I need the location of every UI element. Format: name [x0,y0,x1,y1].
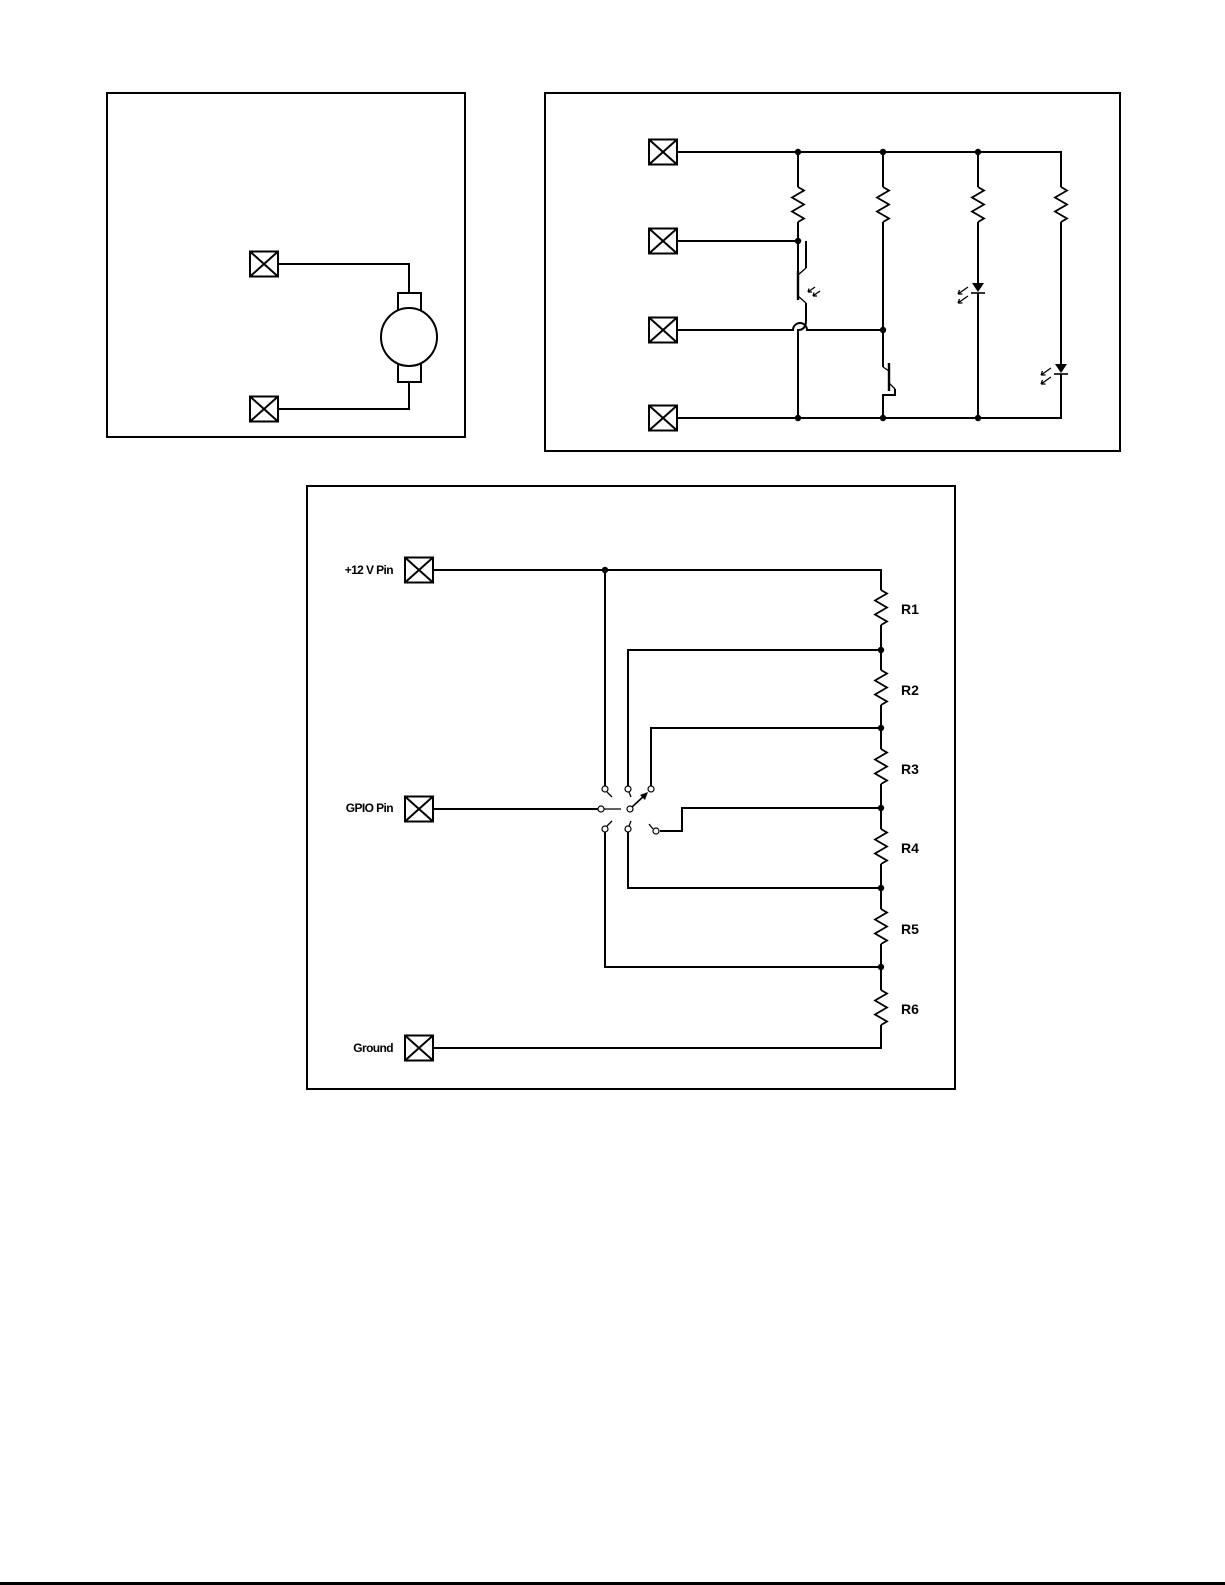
plus12v-pin-label: +12 V Pin [345,563,394,577]
ground-pin-label: Ground [353,1041,393,1055]
bottom-rail-wire [677,403,1061,418]
selector-panel: +12 V Pin GPIO Pin Ground R1 R2 R3 R4 R5… [307,486,955,1089]
col1-resistor-icon [792,187,804,222]
r2-resistor-icon [875,670,887,705]
motor-terminal-top [250,252,278,277]
r2-label: R2 [901,682,919,698]
col2-resistor-icon [877,187,889,222]
sensor-led-panel-frame [545,93,1120,451]
r3-label: R3 [901,761,919,777]
r5-label: R5 [901,921,919,937]
gpio-pin-label: GPIO Pin [346,801,393,815]
tap-wire-6 [605,832,881,967]
r1-resistor-icon [875,590,887,625]
plus12v-terminal [405,558,433,583]
r6-resistor-icon [875,990,887,1025]
r6-label: R6 [901,1001,919,1017]
top-rail-wire [677,152,1061,187]
tap-wire-3 [651,728,881,786]
col2-wire-bottom [883,389,895,418]
col4-resistor-icon [1055,187,1067,222]
tap-wire-4 [660,808,881,831]
r4-label: R4 [901,840,919,856]
terminal3-wire-crossover [677,323,883,330]
sensor-terminal-2 [649,229,677,254]
ladder-junction-dots [602,567,884,970]
phototransistor-icon [798,268,820,303]
ground-terminal [405,1036,433,1061]
r3-resistor-icon [875,749,887,784]
led-2-icon [1041,364,1068,384]
r5-resistor-icon [875,909,887,944]
r1-label: R1 [901,601,919,617]
motor-icon [381,293,437,382]
tap-wire-2 [628,650,881,786]
col1-emitter-wire [798,303,806,418]
r4-resistor-icon [875,829,887,864]
led-1-icon [958,283,985,303]
rotary-switch-icon[interactable] [598,786,659,834]
sensor-terminal-4 [649,406,677,431]
sensor-terminal-1 [649,140,677,165]
transistor-icon [883,363,895,391]
tap-wire-5 [628,832,881,888]
motor-terminal-bottom [250,397,278,422]
col3-resistor-icon [972,187,984,222]
sensor-terminal-3 [649,318,677,343]
ground-wire [433,1025,881,1048]
motor-wire-top [278,264,409,293]
motor-panel [107,93,465,437]
plus12v-wire [433,570,881,590]
gpio-terminal [405,797,433,822]
motor-wire-bottom [278,382,409,409]
sensor-led-panel [545,93,1120,451]
